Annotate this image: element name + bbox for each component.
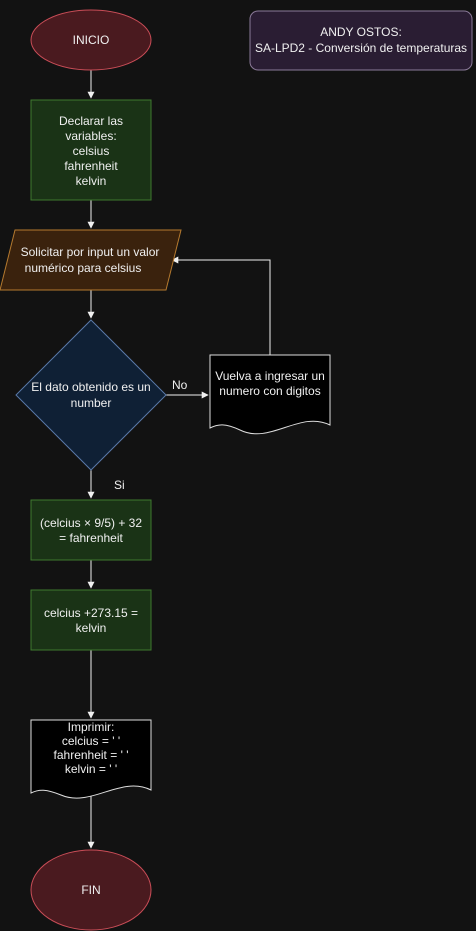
calc-f-line: (celcius × 9/5) + 32 xyxy=(40,516,142,530)
decision-line: number xyxy=(71,396,112,410)
declare-line: celsius xyxy=(73,144,110,158)
declare-line: kelvin xyxy=(76,174,107,188)
edge-retry-input xyxy=(171,256,271,355)
header-box: ANDY OSTOS: SA-LPD2 - Conversión de temp… xyxy=(249,10,473,71)
calc-k-line: kelvin xyxy=(76,621,107,635)
print-line: kelvin = ' ' xyxy=(65,762,117,776)
print-line: celcius = ' ' xyxy=(62,734,120,748)
calc-fahrenheit-node: (celcius × 9/5) + 32 = fahrenheit xyxy=(30,499,152,561)
edges xyxy=(87,70,271,849)
end-label: FIN xyxy=(81,883,100,897)
input-line: Solicitar por input un valor xyxy=(21,245,160,259)
edge-label-no: No xyxy=(172,378,188,392)
calc-kelvin-node: celcius +273.15 = kelvin xyxy=(30,589,152,651)
header-line1: ANDY OSTOS: xyxy=(320,25,402,39)
calc-k-line: celcius +273.15 = xyxy=(44,606,138,620)
retry-line: Vuelva a ingresar un xyxy=(215,369,325,383)
start-node: INICIO xyxy=(30,9,152,71)
declare-line: variables: xyxy=(65,129,116,143)
declare-node: Declarar las variables: celsius fahrenhe… xyxy=(30,99,152,201)
calc-f-line: = fahrenheit xyxy=(59,531,123,545)
end-node: FIN xyxy=(30,849,152,931)
input-node: Solicitar por input un valor numérico pa… xyxy=(0,229,182,291)
declare-line: fahrenheit xyxy=(64,159,118,173)
retry-node: Vuelva a ingresar un numero con digitos xyxy=(209,354,331,435)
header-line2: SA-LPD2 - Conversión de temperaturas xyxy=(255,41,467,55)
retry-line: numero con digitos xyxy=(219,384,320,398)
declare-line: Declarar las xyxy=(59,114,123,128)
print-node: Imprimir: celcius = ' ' fahrenheit = ' '… xyxy=(30,719,152,799)
print-line: Imprimir: xyxy=(68,720,115,734)
edge-label-yes: Si xyxy=(114,478,125,492)
print-line: fahrenheit = ' ' xyxy=(54,748,129,762)
input-line: numérico para celsius xyxy=(25,261,142,275)
start-label: INICIO xyxy=(73,33,110,47)
decision-node: El dato obtenido es un number xyxy=(15,319,167,471)
decision-line: El dato obtenido es un xyxy=(31,380,150,394)
